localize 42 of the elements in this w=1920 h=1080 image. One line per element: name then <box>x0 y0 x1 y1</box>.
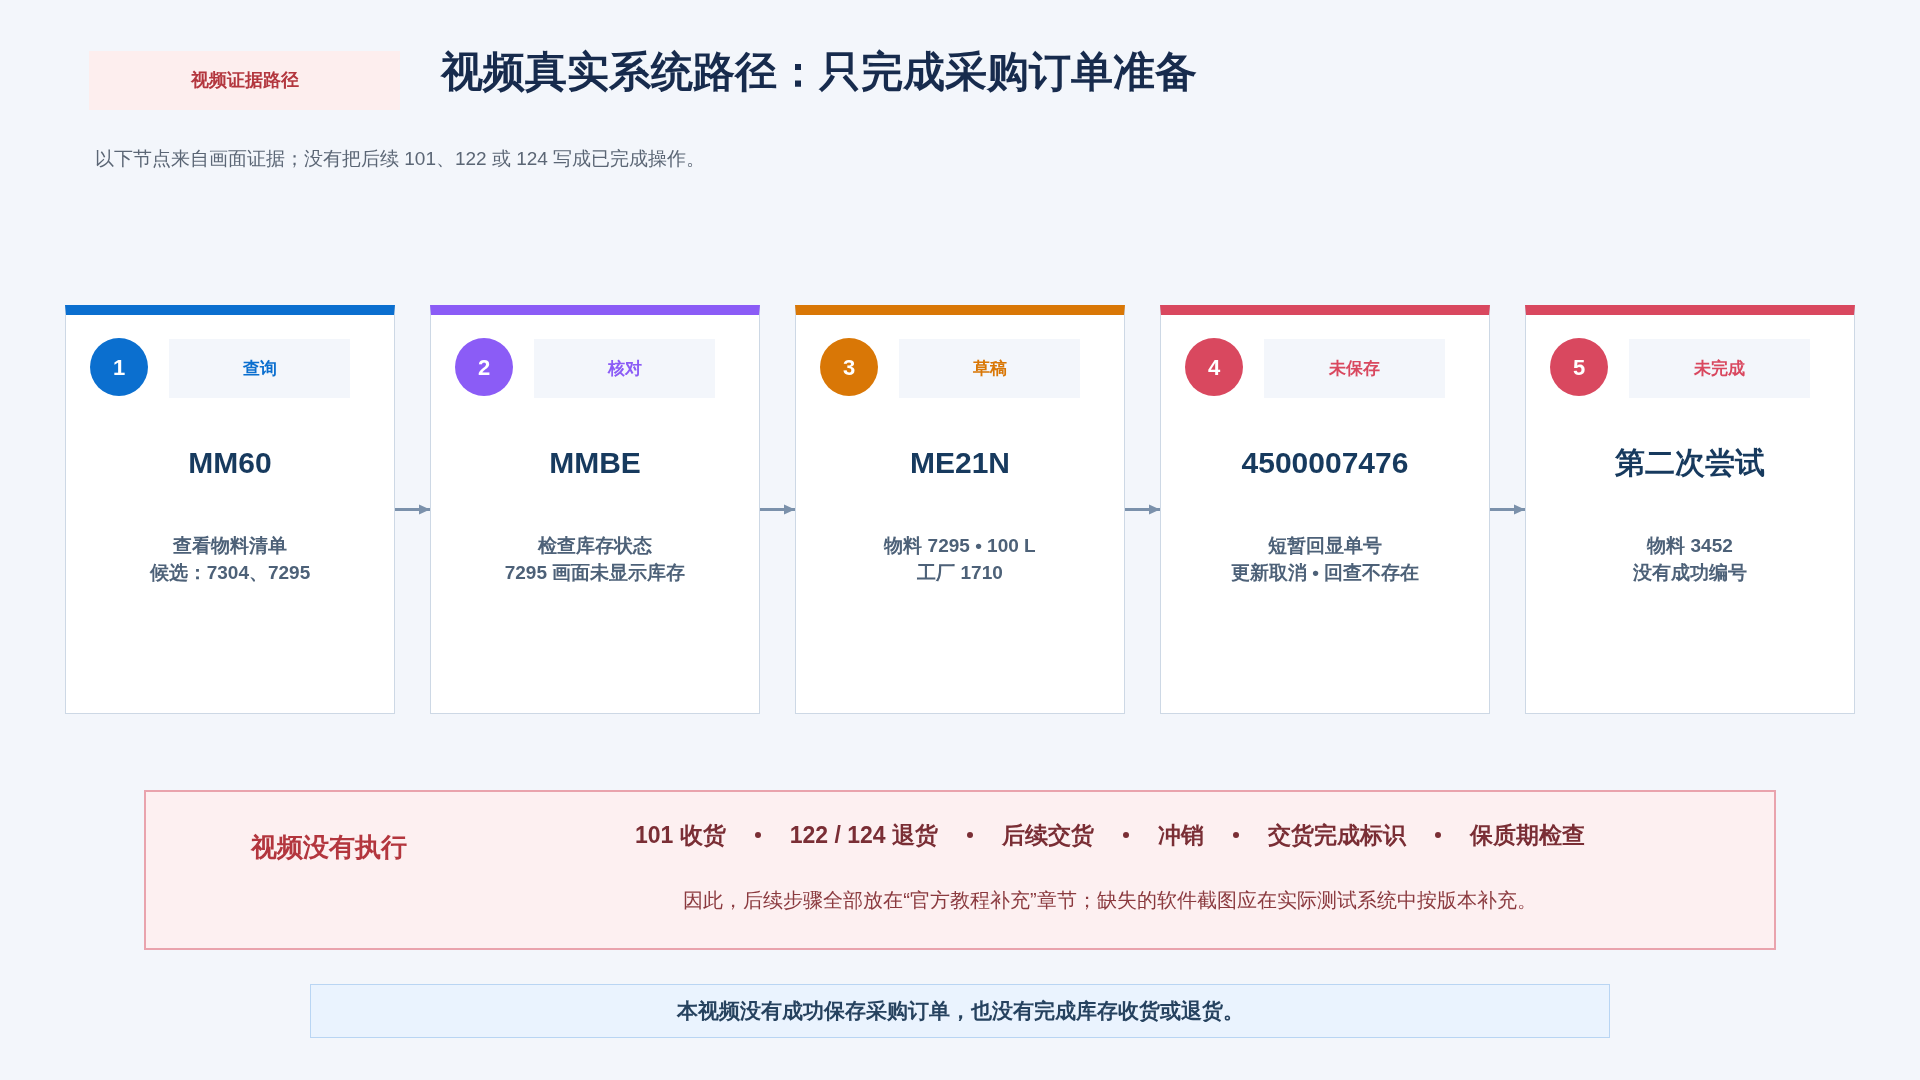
step-detail: 更新取消 • 回查不存在 <box>1230 561 1420 585</box>
step-detail: 物料 3452 <box>1647 534 1733 558</box>
not-executed-item: 冲销 <box>1158 821 1205 850</box>
step-code: MMBE <box>549 445 641 481</box>
not-executed-panel <box>144 790 1776 950</box>
step-code: ME21N <box>909 445 1010 481</box>
step-detail: 检查库存状态 <box>538 534 652 558</box>
arrow <box>1125 504 1160 515</box>
status-tag: 核对 <box>534 339 715 398</box>
arrow <box>1490 504 1525 515</box>
not-executed-item: 后续交货 <box>1002 821 1095 850</box>
step-card <box>1160 305 1490 714</box>
step-card <box>1525 305 1855 714</box>
step-card <box>430 305 760 714</box>
status-tag: 未完成 <box>1629 339 1810 398</box>
step-detail: 物料 7295 • 100 L <box>884 534 1036 558</box>
section-tag: 视频证据路径 <box>89 51 400 110</box>
page-title: 视频真实系统路径：只完成采购订单准备 <box>441 47 1197 97</box>
not-executed-item: 交货完成标识 <box>1268 821 1407 850</box>
summary-banner: 本视频没有成功保存采购订单，也没有完成库存收货或退货。 <box>310 984 1610 1038</box>
step-code: MM60 <box>188 445 272 481</box>
panel-heading: 视频没有执行 <box>251 831 407 864</box>
subtitle: 以下节点来自画面证据；没有把后续 101、122 或 124 写成已完成操作。 <box>95 147 706 171</box>
step-detail: 短暂回显单号 <box>1268 534 1382 558</box>
status-tag: 查询 <box>169 339 350 398</box>
panel-note: 因此，后续步骤全部放在“官方教程补充”章节；缺失的软件截图应在实际测试系统中按版本补充。 <box>683 888 1537 913</box>
step-detail: 7295 画面未显示库存 <box>504 561 686 585</box>
step-code: 第二次尝试 <box>1615 445 1765 481</box>
not-executed-item: 122 / 124 退货 <box>789 821 939 850</box>
step-detail: 查看物料清单 <box>173 534 287 558</box>
status-tag: 未保存 <box>1264 339 1445 398</box>
step-detail: 候选：7304、7295 <box>149 561 311 585</box>
step-detail: 没有成功编号 <box>1633 561 1747 585</box>
arrow <box>395 504 430 515</box>
arrow <box>760 504 795 515</box>
step-card <box>65 305 395 714</box>
status-tag: 草稿 <box>899 339 1080 398</box>
not-executed-item: 保质期检查 <box>1470 821 1586 850</box>
not-executed-item: 101 收货 <box>634 821 726 850</box>
step-detail: 工厂 1710 <box>917 561 1003 585</box>
step-code: 4500007476 <box>1241 445 1409 481</box>
step-card <box>795 305 1125 714</box>
